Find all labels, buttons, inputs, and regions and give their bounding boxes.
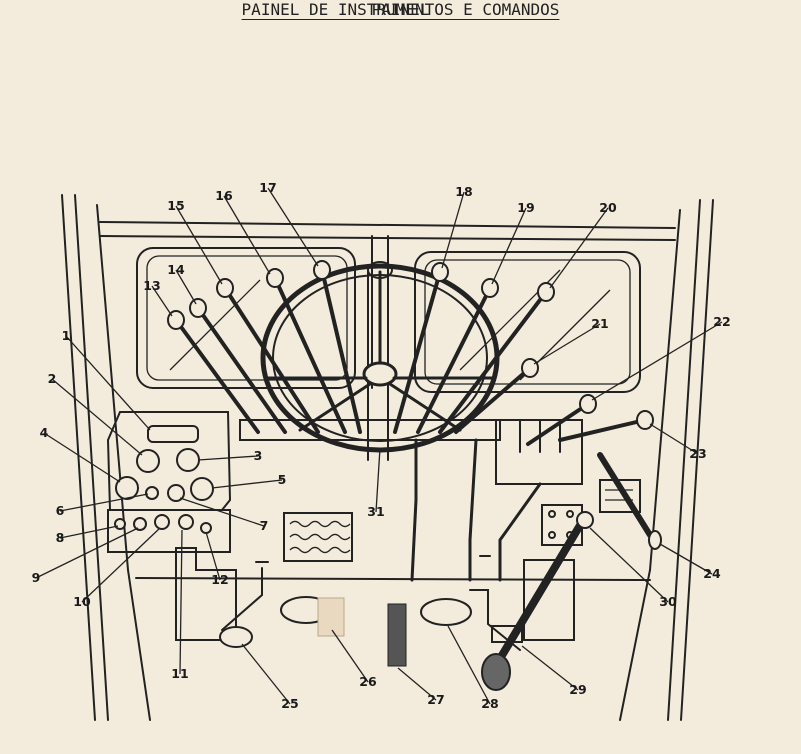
callout-27: 27 bbox=[427, 692, 444, 707]
instruction-plate bbox=[283, 512, 353, 562]
instruction-plate-right bbox=[599, 479, 641, 513]
lever-knob-21 bbox=[521, 358, 539, 378]
callout-6: 6 bbox=[56, 503, 65, 518]
callout-23: 23 bbox=[689, 446, 706, 461]
callout-20: 20 bbox=[599, 200, 617, 215]
warning-lamp-panel bbox=[147, 425, 199, 443]
callout-1: 1 bbox=[62, 328, 71, 343]
callout-17: 17 bbox=[259, 180, 276, 195]
lever-knob-22 bbox=[579, 394, 597, 414]
lever-knob-23 bbox=[636, 410, 654, 430]
callout-22: 22 bbox=[713, 314, 730, 329]
callout-10: 10 bbox=[73, 594, 91, 609]
diagram-title: PAINEL DE INSTRUMENTOS E COMANDOS bbox=[241, 0, 560, 19]
callout-8: 8 bbox=[56, 530, 65, 545]
callout-14: 14 bbox=[167, 262, 185, 277]
lever-knob-18 bbox=[431, 262, 449, 282]
cab-frame bbox=[61, 194, 714, 721]
knob-11 bbox=[178, 514, 194, 530]
indicator-6 bbox=[145, 486, 159, 500]
lever-24 bbox=[597, 452, 662, 550]
button-12 bbox=[200, 522, 212, 534]
lever-knob-14 bbox=[189, 298, 207, 318]
toggle-9 bbox=[133, 517, 147, 531]
switch-panel bbox=[107, 509, 231, 553]
callout-19: 19 bbox=[517, 200, 534, 215]
floor-controls bbox=[175, 438, 594, 691]
control-housing bbox=[495, 419, 641, 641]
lever-knob-19 bbox=[481, 278, 499, 298]
lever-30-knob bbox=[576, 511, 594, 529]
knob-10 bbox=[154, 514, 170, 530]
callout-25: 25 bbox=[281, 696, 298, 711]
gauge-2 bbox=[136, 449, 160, 473]
callout-16: 16 bbox=[215, 188, 233, 203]
callout-26: 26 bbox=[359, 674, 377, 689]
callout-28: 28 bbox=[481, 696, 498, 711]
callout-7: 7 bbox=[260, 518, 269, 533]
switch-7 bbox=[167, 484, 185, 502]
diagram-subtitle: PAINEL bbox=[371, 0, 430, 19]
callout-24: 24 bbox=[703, 566, 721, 581]
gauge-4 bbox=[115, 476, 139, 500]
control-levers bbox=[167, 260, 654, 446]
lever-knob-15 bbox=[216, 278, 234, 298]
callout-13: 13 bbox=[143, 278, 160, 293]
lever-knob-16 bbox=[266, 268, 284, 288]
callout-2: 2 bbox=[48, 371, 57, 386]
toggle-8 bbox=[114, 518, 126, 530]
callout-31: 31 bbox=[367, 504, 384, 519]
gauge-5 bbox=[190, 477, 214, 501]
callout-4: 4 bbox=[40, 425, 49, 440]
dash-shelf bbox=[239, 419, 501, 441]
gauge-cluster bbox=[106, 411, 232, 511]
tape-patch bbox=[317, 597, 345, 637]
pedal-25 bbox=[219, 626, 253, 648]
callout-12: 12 bbox=[211, 572, 228, 587]
steering-wheel bbox=[260, 261, 500, 461]
callout-5: 5 bbox=[278, 472, 287, 487]
gauge-3 bbox=[176, 448, 200, 472]
callout-11: 11 bbox=[171, 666, 188, 681]
callout-9: 9 bbox=[32, 570, 41, 585]
pedal-27 bbox=[387, 603, 407, 667]
callout-3: 3 bbox=[254, 448, 263, 463]
callout-18: 18 bbox=[455, 184, 472, 199]
callout-21: 21 bbox=[591, 316, 608, 331]
callout-15: 15 bbox=[167, 198, 184, 213]
callout-29: 29 bbox=[569, 682, 586, 697]
pedal-28 bbox=[420, 598, 472, 626]
callout-30: 30 bbox=[659, 594, 677, 609]
